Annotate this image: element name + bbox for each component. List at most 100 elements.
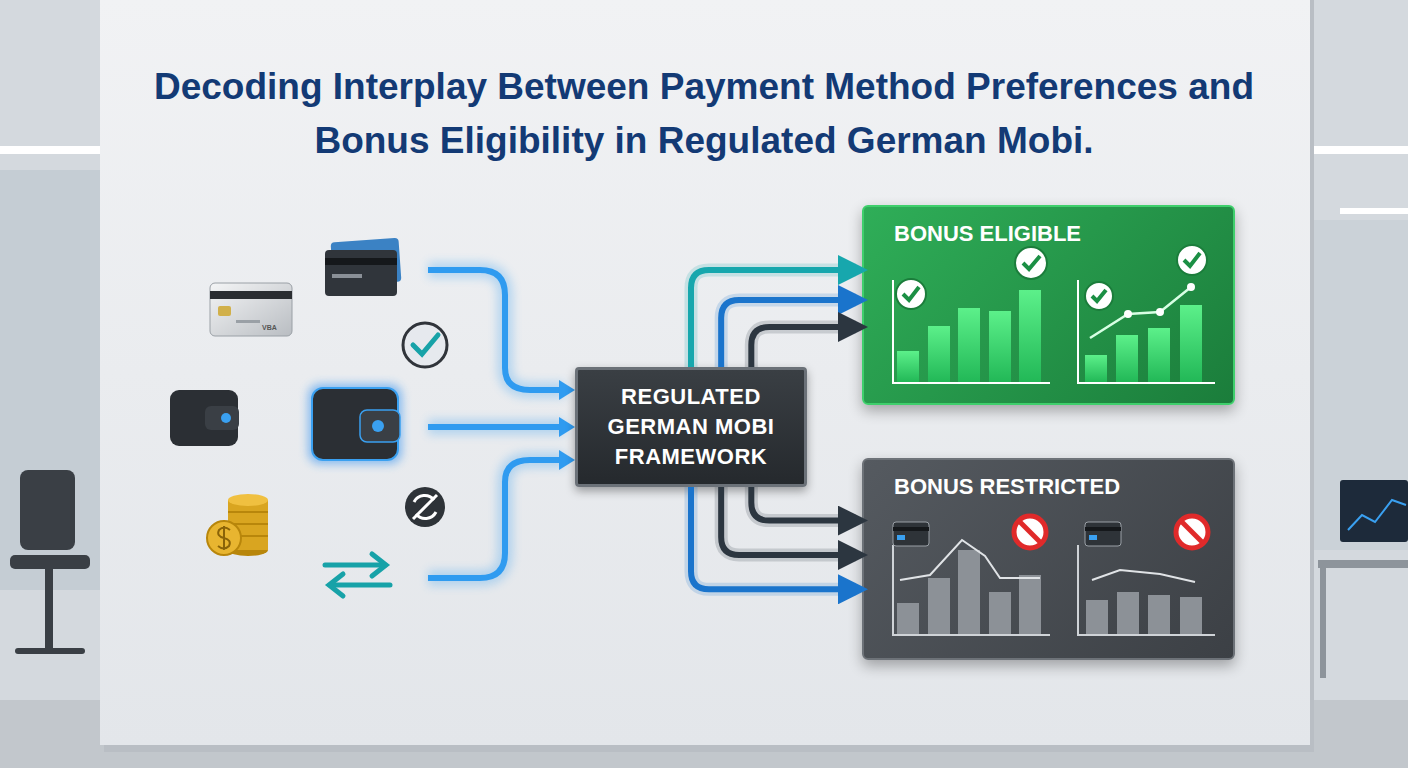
flow-arrow xyxy=(721,300,856,367)
exchange-icon-part xyxy=(325,563,385,568)
office-chair-part xyxy=(45,569,53,649)
eligible-line-chart-part xyxy=(1116,335,1138,382)
credit-card-icon-part xyxy=(236,320,260,323)
exchange-icon-part xyxy=(329,574,343,596)
input-arrow-glow-part xyxy=(428,419,565,435)
input-arrow xyxy=(428,270,563,578)
mini-card-icon xyxy=(893,522,1121,546)
check-badge-part xyxy=(896,279,926,309)
credit-card-icon-part xyxy=(210,291,292,299)
node-text: BONUS RESTRICTED xyxy=(894,474,1203,500)
eligible-bar-chart-part xyxy=(989,311,1011,382)
eligible-bar-chart-part xyxy=(893,280,1050,383)
credit-card-icon xyxy=(210,283,292,336)
blocked-icon-part xyxy=(413,495,437,519)
desk-monitor-part xyxy=(1348,500,1406,530)
right-window xyxy=(1310,220,1408,550)
flow-arrow xyxy=(751,487,856,521)
wall-panel xyxy=(100,0,1310,745)
mini-card-icon-part xyxy=(1085,522,1121,546)
prohibited-sign-part xyxy=(1019,521,1041,543)
desk-monitor-part xyxy=(1318,560,1408,568)
restricted-bar-chart-part xyxy=(893,545,1050,635)
credit-card-icon-part xyxy=(210,283,292,336)
office-chair-part xyxy=(20,470,75,550)
coin-stack-icon-part xyxy=(228,494,268,506)
restricted-bar-chart-part xyxy=(900,540,1040,580)
coin-stack-icon xyxy=(207,494,268,556)
restricted-line-chart-part xyxy=(1148,595,1170,634)
framework-box: REGULATED GERMAN MOBI FRAMEWORK xyxy=(575,367,807,487)
eligible-bar-chart xyxy=(893,280,1050,383)
mini-card-icon-part xyxy=(893,522,929,546)
eligible-line-chart-part xyxy=(1085,355,1107,382)
card-brand-text: VBA xyxy=(262,324,277,331)
wallet-icon xyxy=(170,390,239,446)
restricted-line-chart-part xyxy=(1078,545,1215,635)
input-arrow-glow-part xyxy=(428,270,565,390)
left-window xyxy=(0,170,100,590)
restricted-bar-chart-part xyxy=(928,578,950,634)
card-icon-back-part xyxy=(325,258,397,265)
title-text: Decoding Interplay Between Payment Metho… xyxy=(154,66,1254,161)
node-text: BONUS ELIGIBLE xyxy=(894,221,1203,247)
connector-glow xyxy=(751,487,856,521)
input-arrow-head-part xyxy=(559,450,575,470)
office-chair xyxy=(10,470,90,654)
check-badge-part xyxy=(1015,247,1047,279)
eligible-line-chart-part xyxy=(1148,328,1170,382)
blocked-icon xyxy=(405,487,445,527)
prohibited-sign-part xyxy=(1176,516,1208,548)
flow-arrow xyxy=(691,270,856,367)
eligible-bar-chart-part xyxy=(897,351,919,382)
eligible-line-chart-part xyxy=(1180,305,1202,382)
check-badge-part xyxy=(1177,245,1207,275)
ceiling-light xyxy=(1340,208,1408,214)
office-chair-part xyxy=(15,648,85,654)
connector-glow xyxy=(721,300,856,367)
connector-glow xyxy=(691,487,856,589)
connector-glow xyxy=(691,270,856,367)
mini-card-icon-part xyxy=(1089,535,1097,540)
exchange-icon-part xyxy=(372,554,386,576)
card-icon-back-part xyxy=(325,250,397,296)
eligible-line-chart-part xyxy=(1090,287,1191,338)
connector-glow xyxy=(751,327,856,367)
coin-stack-icon-part xyxy=(228,511,268,513)
credit-card-icon-part xyxy=(218,306,231,316)
flow-arrow xyxy=(721,487,856,555)
check-badge-part xyxy=(1092,290,1106,301)
input-arrow-glow xyxy=(428,270,565,578)
eligible-line-chart-part xyxy=(1078,280,1215,383)
ceiling-light xyxy=(0,146,100,154)
wallet-icon-highlighted-part xyxy=(308,384,402,464)
eligible-bar-chart-part xyxy=(928,326,950,382)
input-arrow-part xyxy=(428,424,563,430)
check-badge-part xyxy=(1184,253,1200,266)
connector-glow xyxy=(721,487,856,555)
eligible-line-chart-part xyxy=(1124,310,1132,318)
restricted-line-chart-part xyxy=(1092,570,1195,582)
eligible-line-chart xyxy=(1078,280,1215,383)
eligible-bar-chart-part xyxy=(1019,290,1041,382)
input-arrow-part xyxy=(428,460,563,578)
input-arrow-head-part xyxy=(559,417,575,437)
restricted-bar-chart-part xyxy=(958,550,980,634)
prohibited-sign-part xyxy=(1014,516,1046,548)
check-icon xyxy=(403,323,447,367)
restricted-line-chart-part xyxy=(1180,597,1202,634)
desk-monitor xyxy=(1318,480,1408,678)
mini-card-icon-part xyxy=(893,527,929,531)
restricted-line-chart-part xyxy=(1117,592,1139,634)
input-arrow-head-part xyxy=(559,380,575,400)
prohibited-sign-part xyxy=(1181,521,1203,543)
coin-stack-icon-part xyxy=(218,526,230,550)
wallet-icon-highlighted-part xyxy=(372,420,384,432)
exchange-icon-part xyxy=(330,583,390,588)
check-badge-part xyxy=(1085,282,1113,310)
eligible-bar-chart-part xyxy=(958,308,980,382)
eligible-panel: BONUS ELIGIBLE xyxy=(862,205,1235,405)
desk-monitor-part xyxy=(1320,568,1326,678)
